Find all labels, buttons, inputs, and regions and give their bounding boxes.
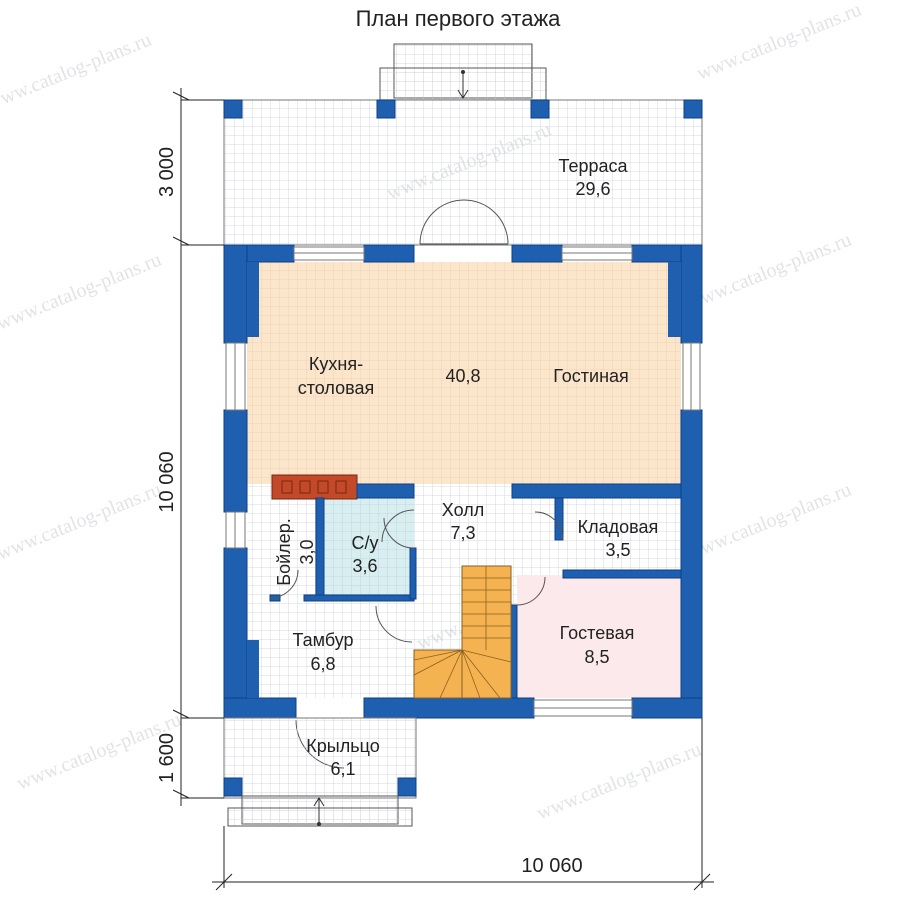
terrace-column bbox=[683, 99, 703, 119]
kitchen-label: столовая bbox=[298, 378, 375, 398]
terrace-column bbox=[223, 99, 243, 119]
kitchen-living-floor bbox=[247, 262, 681, 484]
guest-floor bbox=[517, 575, 681, 698]
terrace-column bbox=[376, 99, 396, 119]
wc-area: 3,6 bbox=[352, 556, 377, 576]
hall-area: 7,3 bbox=[450, 523, 475, 543]
watermark-text: www.catalog-plans.ru bbox=[694, 0, 865, 85]
porch-depth-dimension: 1 600 bbox=[156, 733, 178, 783]
windows bbox=[225, 246, 701, 717]
storage-label: Кладовая bbox=[578, 517, 659, 537]
top-steps bbox=[379, 43, 547, 101]
wc-label: С/у bbox=[352, 533, 379, 553]
house-width-dimension: 10 060 bbox=[521, 855, 582, 877]
boiler-area: 3,0 bbox=[297, 539, 317, 564]
vestibule-label: Тамбур bbox=[292, 630, 353, 650]
porch-floor bbox=[223, 717, 417, 799]
porch-label: Крыльцо bbox=[306, 736, 379, 756]
wall-returns bbox=[247, 262, 681, 698]
porch-area: 6,1 bbox=[330, 759, 355, 779]
kitchen-label: Кухня- bbox=[309, 354, 363, 374]
watermark-text: www.catalog-plans.ru bbox=[0, 479, 164, 565]
terrace-label: Терраса bbox=[558, 156, 628, 176]
bottom-steps bbox=[227, 795, 413, 827]
porch-column bbox=[223, 777, 243, 797]
hall-label: Холл bbox=[442, 500, 484, 520]
watermark-text: www.catalog-plans.ru bbox=[684, 479, 855, 565]
watermark-text: www.catalog-plans.ru bbox=[534, 739, 705, 825]
watermark-text: www.catalog-plans.ru bbox=[0, 249, 164, 335]
watermark-text: www.catalog-plans.ru bbox=[0, 29, 154, 115]
inner-walls bbox=[269, 483, 682, 699]
guest-label: Гостевая bbox=[560, 623, 635, 643]
living-area: 40,8 bbox=[445, 366, 480, 386]
watermark-text: www.catalog-plans.ru bbox=[684, 229, 855, 315]
outer-walls bbox=[223, 244, 703, 719]
terrace-floor bbox=[223, 99, 703, 246]
porch-column bbox=[397, 777, 417, 797]
terrace-area: 29,6 bbox=[575, 179, 610, 199]
storage-area: 3,5 bbox=[605, 540, 630, 560]
guest-area: 8,5 bbox=[584, 647, 609, 667]
boiler-label: Бойлер. bbox=[274, 518, 294, 585]
vestibule-area: 6,8 bbox=[310, 654, 335, 674]
staircase bbox=[413, 565, 512, 699]
plan-title: План первого этажа bbox=[356, 6, 562, 31]
stove bbox=[271, 474, 358, 500]
dimension-lines bbox=[172, 88, 714, 891]
terrace-column bbox=[530, 99, 550, 119]
living-label: Гостиная bbox=[553, 366, 629, 386]
terrace-depth-dimension: 3 000 bbox=[156, 147, 178, 197]
house-depth-dimension: 10 060 bbox=[156, 451, 178, 512]
